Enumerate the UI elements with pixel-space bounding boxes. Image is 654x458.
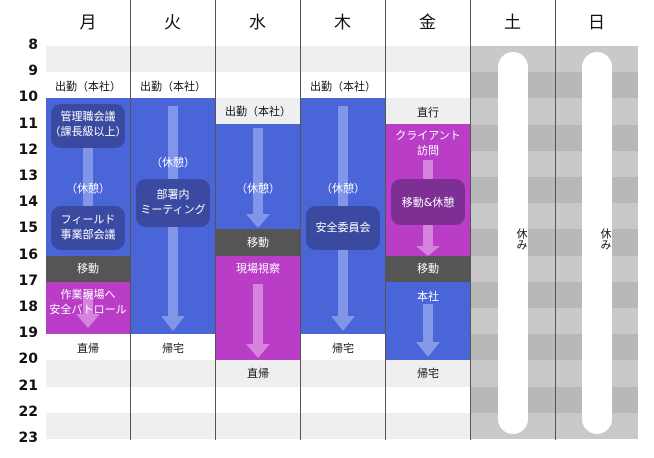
wed-arrow-icon [246,128,270,358]
mon-start-label: 出勤（本社） [55,80,121,93]
mon-move-label: 移動 [77,262,99,275]
tue-end-label: 帰宅 [162,342,184,355]
hour-label: 21 [18,377,38,394]
day-header-wed: 水 [249,13,266,33]
hour-label: 13 [18,168,38,184]
fri-arrow-icon [416,160,440,357]
fri-move-label: 移動 [417,262,439,275]
thu-start-label: 出勤（本社） [310,80,376,93]
thu-meeting-label: 安全委員会 [315,221,371,234]
wed-move-block [216,229,300,256]
col-divider [300,0,301,440]
day-header-sat: 土 [504,13,521,33]
sun-rest-label: 休み [599,228,612,250]
col-divider [130,0,131,440]
hour-label: 10 [18,89,38,106]
hour-label: 14 [18,194,38,211]
sun-rest-pill [582,52,612,434]
hour-label: 15 [18,220,38,237]
hour-label: 19 [18,325,38,342]
hour-label: 12 [18,141,38,158]
mon-field-label: フィールド 事業部会議 [60,213,116,241]
mon-meeting-pill [51,104,125,148]
hour-label: 22 [18,403,38,420]
day-header-tue: 火 [164,13,181,33]
sat-rest-label: 休み [515,228,528,250]
hour-label: 11 [18,115,38,132]
fri-rest-label: 移動&休憩 [401,196,455,209]
col-divider [555,0,556,440]
wed-site-label: 現場視察 [236,262,280,275]
hour-label: 20 [18,351,38,368]
hour-label: 18 [18,299,38,315]
col-divider [215,0,216,440]
mon-site-label: 作業現場へ 安全パトロール [49,288,127,316]
tue-rest-label: （休憩） [151,156,195,169]
hour-label: 9 [28,63,38,80]
mon-move-block [46,256,130,282]
mon-field-pill [51,206,125,250]
hour-label: 23 [18,430,38,446]
thu-meeting-pill [306,206,380,250]
hour-label: 16 [18,246,38,263]
fri-office-label: 本社 [417,290,439,303]
fri-end-label: 帰宅 [417,367,439,380]
col-divider [385,0,386,440]
fri-rest-pill [391,179,465,225]
mon-end-label: 直帰 [77,342,99,355]
col-divider [470,0,471,440]
hour-label: 8 [28,37,38,53]
fri-client-label: クライアント 訪問 [395,129,461,157]
mon-rest-label: （休憩） [66,182,110,195]
tue-start-label: 出勤（本社） [140,80,206,93]
day-header-mon: 月 [79,13,97,33]
wed-move-label: 移動 [247,236,269,249]
wed-rest-label: （休憩） [236,182,280,195]
hour-label: 17 [18,272,38,289]
day-header-sun: 日 [588,13,605,33]
sat-rest-pill [498,52,528,434]
fri-start-label: 直行 [417,106,439,119]
tue-meeting-label: 部署内 ミーティング [140,188,206,216]
day-header-fri: 金 [419,13,436,33]
thu-rest-label: （休憩） [321,182,365,195]
fri-move-block [386,256,470,282]
mon-meeting-label: 管理職会議 （課長級以上） [49,110,127,138]
tue-meeting-pill [136,179,210,227]
wed-start-label: 出勤（本社） [225,105,291,118]
thu-end-label: 帰宅 [332,342,354,355]
wed-end-label: 直帰 [247,367,269,380]
day-header-thu: 木 [334,13,351,33]
